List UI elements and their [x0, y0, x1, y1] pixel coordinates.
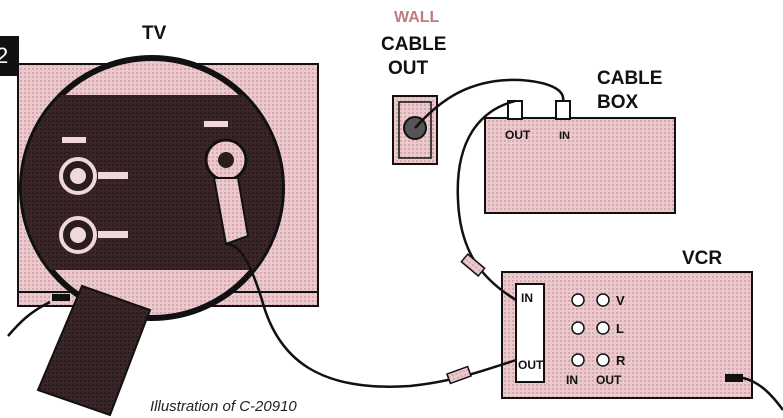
tv-av-jack-lower [59, 216, 128, 254]
tv-jack-label-left [62, 137, 86, 143]
vcr-antenna-out-label: OUT [518, 358, 544, 372]
vcr-av-in-label: IN [566, 373, 578, 387]
tv-label: TV [142, 23, 167, 44]
cable-wall-to-box [414, 78, 565, 129]
out-label: OUT [388, 58, 429, 79]
vcr-label: VCR [682, 248, 722, 269]
connector-box-vcr [460, 253, 486, 277]
magnifier-handle [36, 284, 152, 417]
connector-vcr-tv [445, 365, 473, 385]
vcr-antenna-in-label: IN [521, 291, 533, 305]
page-marker-tab: 2 [0, 36, 19, 76]
cable-box-in-label: IN [559, 130, 570, 142]
vcr-v-label: V [616, 293, 625, 308]
vcr [501, 271, 753, 399]
cable-label: CABLE [381, 34, 446, 55]
cable-box [484, 100, 676, 214]
vcr-power-cord [742, 376, 783, 411]
vcr-antenna-panel [515, 283, 545, 383]
cable-box-label-line1: CABLE [597, 68, 662, 89]
vcr-power-cord-plug [725, 374, 743, 382]
page-marker: 2 [0, 43, 9, 68]
cable-box-in-connector [555, 100, 571, 120]
tv-antenna-jack [204, 138, 250, 246]
cable-connectors [445, 253, 486, 385]
tv-power-cord [7, 300, 51, 337]
cable-box-out-label: OUT [505, 128, 531, 142]
tv-foot-label [52, 294, 70, 301]
vcr-av-out-label: OUT [596, 373, 622, 387]
illustration-caption: Illustration of C-20910 [150, 398, 297, 415]
vcr-av-jacks [571, 293, 610, 367]
tv-jack-label-right [204, 121, 228, 127]
wall-cable-outlet [392, 95, 438, 165]
vcr-l-label: L [616, 321, 624, 336]
tv-av-jack-upper [59, 157, 128, 195]
tv [17, 55, 319, 417]
cable-box-label-line2: BOX [597, 92, 639, 113]
cable-box-to-vcr [456, 99, 517, 302]
vcr-r-label: R [616, 353, 626, 368]
wall-label: WALL [394, 9, 440, 26]
